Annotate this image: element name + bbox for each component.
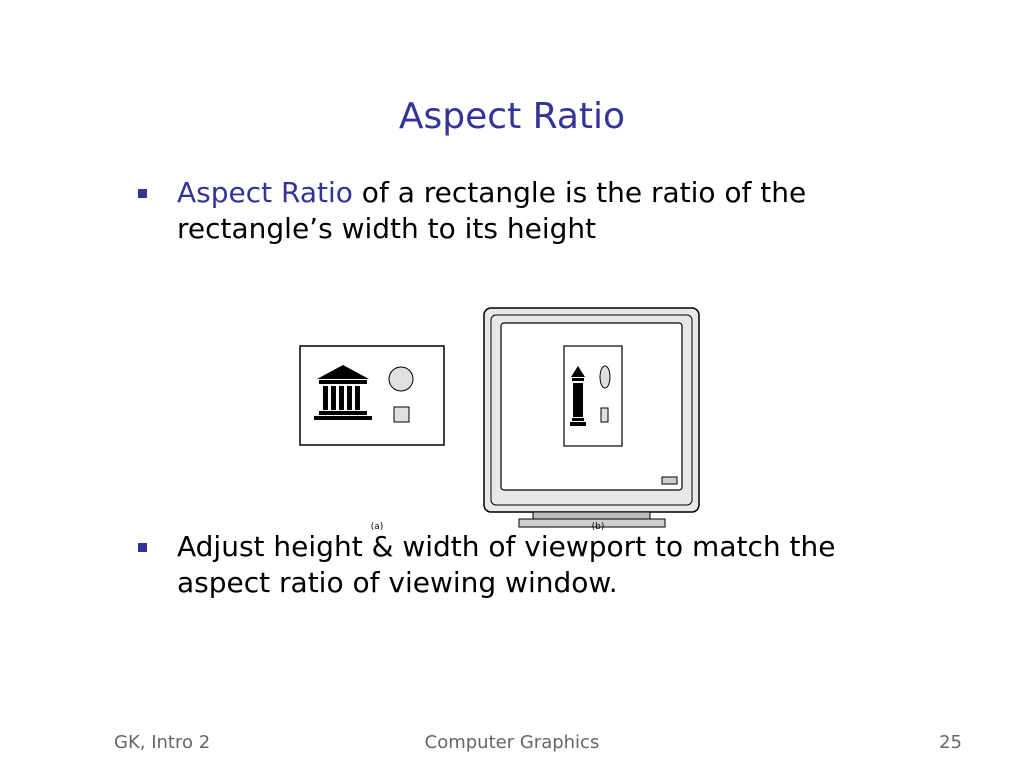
viewport-b — [563, 345, 623, 447]
aspect-ratio-figure: (a) (b) — [299, 307, 700, 532]
square-shape — [393, 406, 410, 423]
bullet-body: of a rectangle is the ratio of the recta… — [177, 176, 807, 245]
bullet-square-icon — [138, 543, 147, 552]
bullet-text: Adjust height & width of viewport to mat… — [177, 530, 836, 599]
page-number: 25 — [939, 732, 962, 753]
bullet-aspect-ratio: Aspect Ratio of a rectangle is the ratio… — [138, 175, 898, 247]
narrow-building-icon — [570, 366, 586, 426]
footer-left: GK, Intro 2 — [114, 732, 211, 753]
bullet-text: Aspect Ratio of a rectangle is the ratio… — [177, 175, 898, 247]
monitor-b — [483, 307, 700, 528]
label-a: (a) — [371, 522, 384, 532]
ellipse-shape — [599, 365, 611, 389]
bullet-square-icon — [138, 189, 147, 198]
bullet-adjust-viewport: Adjust height & width of viewport to mat… — [138, 529, 898, 601]
slide-title: Aspect Ratio — [398, 96, 626, 137]
building-icon — [314, 365, 372, 420]
label-b: (b) — [592, 522, 605, 532]
bullet-highlight: Aspect Ratio — [177, 176, 353, 209]
window-a — [299, 345, 445, 446]
footer-center: Computer Graphics — [424, 732, 600, 753]
rectangle-shape — [600, 407, 609, 423]
circle-shape — [388, 366, 414, 392]
